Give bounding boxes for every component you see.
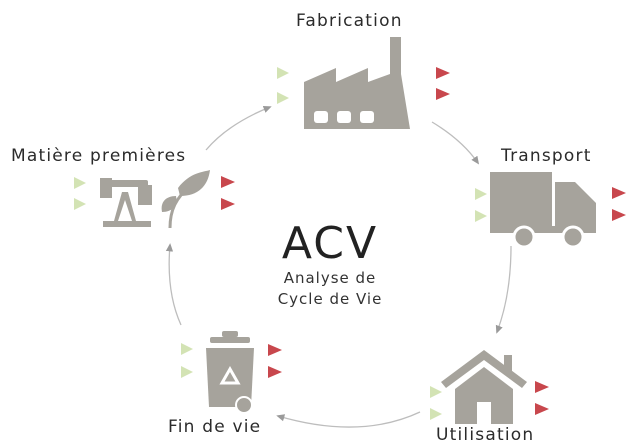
factory-icon: [304, 37, 410, 129]
output-arrow-icon: [535, 381, 549, 393]
label-transport: Transport: [501, 146, 592, 166]
output-arrow-icon: [268, 366, 282, 378]
recycling-bin-icon: [206, 331, 254, 414]
output-arrow-icon: [612, 209, 626, 221]
input-arrow-icon: [181, 366, 193, 378]
output-arrow-icon: [221, 198, 235, 210]
output-arrow-icon: [221, 176, 235, 188]
input-arrow-icon: [430, 386, 442, 398]
label-fin-de-vie: Fin de vie: [168, 417, 262, 437]
label-utilisation: Utilisation: [436, 425, 535, 445]
label-matiere-premieres: Matière premières: [11, 146, 187, 166]
arrow-findevie-to-matiere: [165, 243, 182, 326]
input-arrow-icon: [475, 188, 487, 200]
output-arrows: [221, 67, 626, 415]
output-arrow-icon: [436, 88, 450, 100]
output-arrow-icon: [436, 67, 450, 79]
arrow-matiere-to-fabrication: [205, 106, 272, 151]
center-subtitle-line1: Analyse de: [283, 269, 377, 287]
cycle-arrows: [165, 106, 512, 428]
output-arrow-icon: [535, 403, 549, 415]
arrow-utilisation-to-findevie: [276, 411, 421, 428]
input-arrow-icon: [475, 210, 487, 222]
input-arrow-icon: [74, 198, 86, 210]
oil-pump-icon: [100, 178, 152, 227]
truck-icon: [490, 172, 596, 249]
input-arrow-icon: [181, 343, 193, 355]
center-subtitle: Analyse de Cycle de Vie: [250, 268, 410, 310]
input-arrows: [74, 67, 487, 420]
output-arrow-icon: [268, 344, 282, 356]
arrow-transport-to-utilisation: [495, 245, 512, 334]
input-arrow-icon: [430, 408, 442, 420]
input-arrow-icon: [277, 67, 289, 79]
leaf-icon: [161, 170, 210, 229]
center-subtitle-line2: Cycle de Vie: [277, 290, 383, 308]
house-icon: [441, 350, 527, 424]
output-arrow-icon: [612, 187, 626, 199]
label-fabrication: Fabrication: [296, 11, 403, 31]
arrow-fabrication-to-transport: [431, 121, 480, 165]
input-arrow-icon: [277, 92, 289, 104]
center-title: ACV: [281, 218, 379, 269]
input-arrow-icon: [74, 177, 86, 189]
